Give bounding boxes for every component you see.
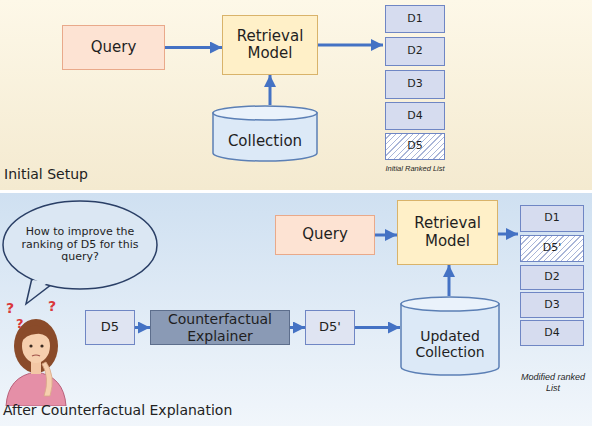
node-text: Retrieval Model <box>400 215 495 250</box>
node-text: D2 <box>407 45 422 58</box>
explainer-box: Counterfactual Explainer <box>150 310 290 345</box>
flow-arrow <box>448 265 451 296</box>
ranked-list: Initial Ranked List D1D2D3D4D5 <box>383 4 447 174</box>
panel-label: Initial Setup <box>4 166 88 182</box>
model-box: Retrieval Model <box>222 15 318 75</box>
target-document: D5 <box>385 133 445 160</box>
document-box: D3 <box>385 70 445 99</box>
flow-arrow <box>290 326 305 329</box>
node-text: How to improve the ranking of D5 for thi… <box>19 226 141 264</box>
node-text: Updated Collection <box>400 328 500 360</box>
query-box: Query <box>275 215 375 255</box>
node-text: D1 <box>407 13 422 26</box>
node-text: D5 <box>101 320 119 335</box>
node-text: D5 <box>407 140 422 153</box>
shirt <box>6 372 66 406</box>
query-box: Query <box>62 25 165 70</box>
flow-arrow <box>165 46 222 49</box>
document-box: D1 <box>385 5 445 33</box>
bottom-panel <box>0 193 592 426</box>
document-box: D2 <box>520 265 584 290</box>
target-document: D5' <box>520 235 584 262</box>
node-text: D1 <box>544 212 559 225</box>
node-text: Query <box>91 39 137 56</box>
flow-arrow <box>375 234 397 237</box>
document-box: D2 <box>385 37 445 66</box>
node-text: D4 <box>407 110 422 123</box>
node-text: Modified ranked List <box>518 372 588 393</box>
flow-arrow <box>269 75 272 105</box>
cylinder-top <box>213 106 317 120</box>
collection-cylinder: Collection <box>212 105 318 162</box>
panel-label: After Counterfactual Explanation <box>3 402 232 418</box>
document-box: D3 <box>520 292 584 318</box>
node-text: Counterfactual Explainer <box>153 311 287 343</box>
ranked-list: Modified ranked List D1D5' D2D3D4 <box>518 203 588 393</box>
question-mark: ? <box>16 316 24 331</box>
top-panel <box>0 0 592 190</box>
document-box: D5 <box>85 310 135 345</box>
eye <box>29 344 32 347</box>
bubble-join <box>30 280 49 295</box>
collection-cylinder: Updated Collection <box>400 296 500 376</box>
cylinder-top <box>401 297 499 311</box>
node-text: D5' <box>543 242 562 255</box>
question-mark: ? <box>6 300 14 316</box>
node-text: Initial Ranked List <box>385 165 444 174</box>
hand <box>42 362 52 396</box>
bubble-body <box>3 201 157 289</box>
document-box: D5' <box>305 310 355 345</box>
speech-bubble: How to improve the ranking of D5 for thi… <box>2 200 158 290</box>
flow-arrow <box>135 326 150 329</box>
question-mark: ? <box>48 298 56 314</box>
document-box: D1 <box>520 205 584 232</box>
node-text: Collection <box>228 133 302 150</box>
node-text: D3 <box>407 78 422 91</box>
node-text: Query <box>302 226 348 243</box>
cylinder-body <box>401 304 499 375</box>
node-text: D4 <box>544 327 559 340</box>
document-box: D4 <box>520 320 584 346</box>
hair-front <box>20 326 52 344</box>
document-box: D4 <box>385 102 445 130</box>
mouth <box>32 355 40 356</box>
node-text: D3 <box>544 299 559 312</box>
eye <box>40 344 43 347</box>
node-text: D5' <box>319 320 341 335</box>
node-text: Retrieval Model <box>225 28 315 63</box>
flow-arrow <box>355 326 400 329</box>
node-text: D2 <box>544 271 559 284</box>
flow-arrow <box>318 44 383 47</box>
model-box: Retrieval Model <box>397 200 498 265</box>
flow-arrow <box>498 233 518 236</box>
